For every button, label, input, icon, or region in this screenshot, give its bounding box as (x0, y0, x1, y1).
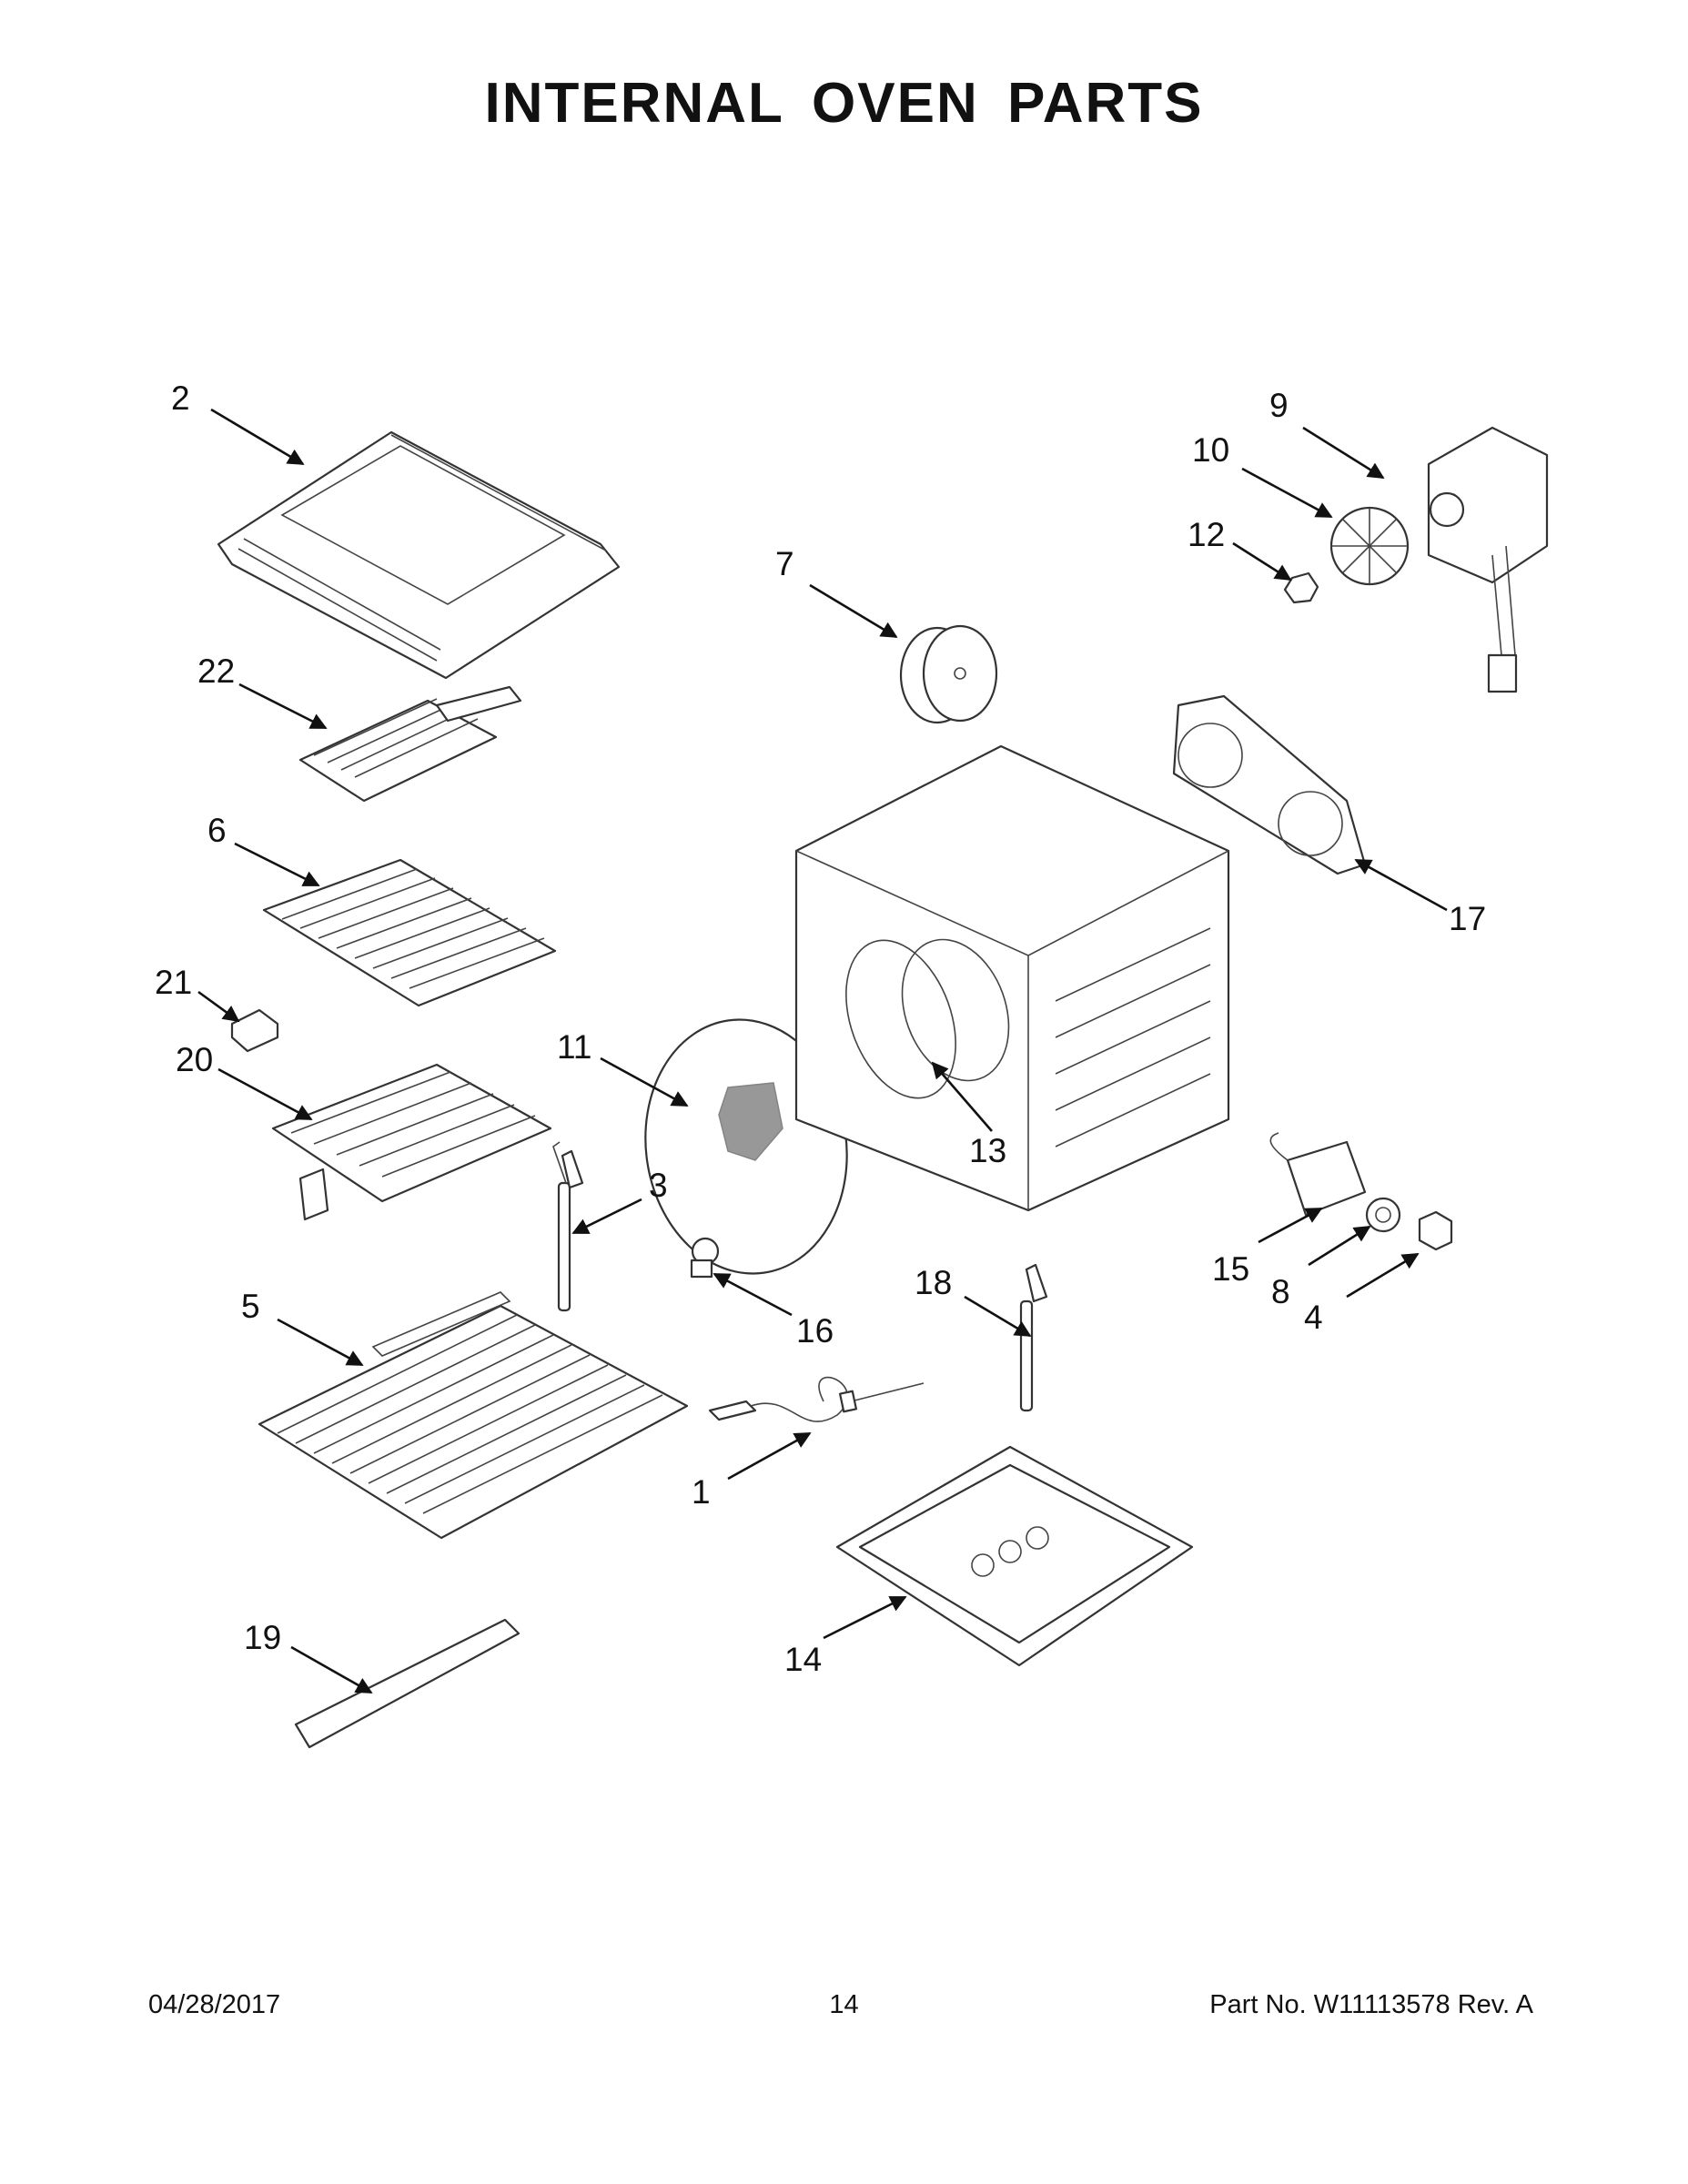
temp-sensor-part (552, 1141, 584, 1312)
callout-17: 17 (1449, 900, 1486, 937)
callout-9: 9 (1269, 387, 1289, 424)
oven-rack-part (262, 858, 557, 1007)
oven-cavity-part (794, 744, 1230, 1212)
nut-part (1283, 571, 1319, 604)
screw-part (690, 1237, 720, 1279)
sensor-part (1019, 1263, 1048, 1412)
cap-nut-part (1418, 1210, 1453, 1251)
bake-element-part (271, 1063, 552, 1221)
callout-4: 4 (1304, 1299, 1323, 1336)
trim-strip-part (294, 1618, 521, 1749)
washer-part (1365, 1197, 1401, 1233)
callout-22: 22 (197, 652, 235, 690)
callout-19: 19 (244, 1619, 281, 1656)
callout-1: 1 (692, 1473, 711, 1511)
meat-probe-part (708, 1376, 925, 1422)
fan-blade-part (1329, 506, 1410, 586)
callout-14: 14 (784, 1641, 822, 1678)
page-title: INTERNAL OVEN PARTS (484, 72, 1204, 135)
leader-arrows (197, 408, 1448, 1694)
footer-part-number: Part No. W11113578 Rev. A (1209, 1990, 1533, 2019)
callout-12: 12 (1188, 516, 1225, 553)
callout-8: 8 (1271, 1273, 1290, 1310)
callout-15: 15 (1212, 1250, 1249, 1288)
cover-panel-part (217, 430, 621, 680)
callout-13: 13 (969, 1132, 1006, 1169)
bracket-part (230, 1008, 279, 1053)
bottom-pan-part (835, 1445, 1194, 1667)
footer-date: 04/28/2017 (148, 1990, 281, 2019)
callout-21: 21 (155, 964, 192, 1001)
callout-7: 7 (775, 545, 794, 582)
callout-16: 16 (796, 1312, 834, 1350)
convection-motor-part (1427, 426, 1549, 693)
cover-disc-part (899, 624, 998, 724)
callout-3: 3 (649, 1167, 668, 1204)
callout-2: 2 (171, 379, 190, 417)
callout-labels: 1 2 3 4 5 6 7 8 9 10 11 12 13 14 15 16 1… (155, 379, 1486, 1678)
callout-6: 6 (207, 812, 227, 849)
callout-18: 18 (915, 1264, 952, 1301)
light-assembly-part (1269, 1132, 1367, 1217)
callout-10: 10 (1192, 431, 1229, 469)
rolling-rack-part (258, 1291, 689, 1540)
broil-element-part (298, 685, 522, 803)
callout-11: 11 (557, 1028, 591, 1066)
callout-20: 20 (176, 1041, 213, 1078)
footer-page-number: 14 (829, 1990, 859, 2019)
callout-5: 5 (241, 1288, 260, 1325)
